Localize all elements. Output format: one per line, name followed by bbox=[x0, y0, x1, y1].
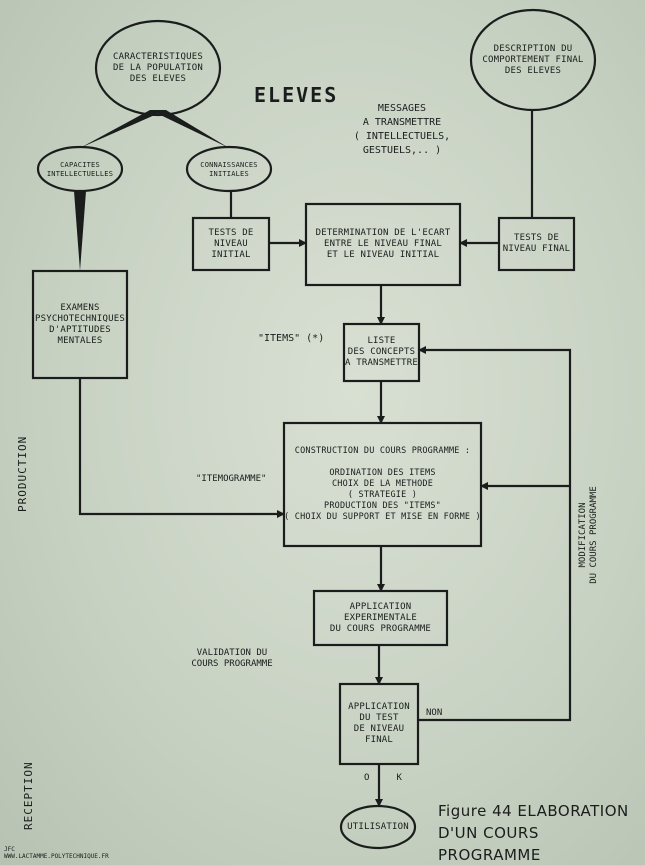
ecart-label: Determination de l'ecart entre le niveau… bbox=[315, 228, 451, 260]
population-ellipse bbox=[94, 19, 222, 117]
figure-caption: Figure 44 ELABORATION D'UN COURS PROGRAM… bbox=[438, 802, 629, 864]
ok-label: O K bbox=[364, 773, 402, 783]
utilisation-label: Utilisation bbox=[347, 821, 409, 832]
reception-label: RECEPTION bbox=[22, 761, 35, 830]
itemogramme-label: "ITEMOGRAMME" bbox=[196, 474, 267, 484]
capacites-label: Capacites intellectuelles bbox=[46, 161, 114, 178]
connaissances-label: Connaissances initiales bbox=[200, 161, 258, 178]
credit-text: JFC WWW.LACTAMME.POLYTECHNIQUE.FR bbox=[4, 846, 109, 860]
non-label: NON bbox=[426, 708, 443, 718]
eleves-heading: ELEVES bbox=[254, 83, 339, 107]
messages-label: Messages a transmettre ( intellectuels, … bbox=[353, 103, 451, 156]
connaissances-ellipse bbox=[185, 145, 273, 193]
modification-label: Modification du cours programme bbox=[578, 486, 599, 584]
examens-label: Examens psychotechniques d'aptitudes men… bbox=[35, 302, 125, 346]
items-label: "ITEMS" (*) bbox=[258, 333, 325, 344]
population-label: Caracteristiques de la population des el… bbox=[113, 51, 203, 84]
tests-initial-label: Tests de niveau initial bbox=[208, 227, 254, 260]
liste-label: Liste des concepts a transmettre bbox=[344, 336, 419, 368]
construction-label: Construction du cours programme : Ordina… bbox=[284, 446, 481, 522]
test-final-label: Application du test de niveau final bbox=[348, 702, 410, 745]
application-label: Application experimentale du cours progr… bbox=[329, 601, 432, 634]
comportement-final-label: Description du comportement final des el… bbox=[482, 43, 584, 76]
tests-final-label: Tests de niveau final bbox=[502, 233, 571, 254]
production-label: PRODUCTION bbox=[16, 435, 29, 512]
validation-label: Validation du cours programme bbox=[191, 648, 273, 669]
